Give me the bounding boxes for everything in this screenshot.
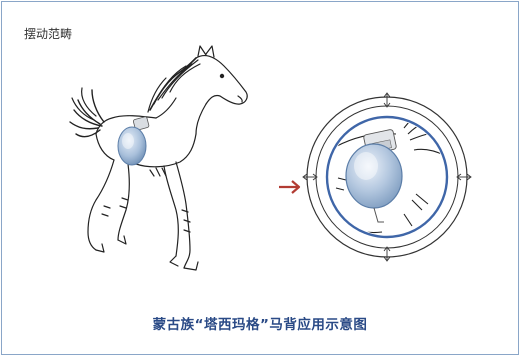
device-on-horse xyxy=(117,116,150,166)
zoom-detail xyxy=(302,92,472,262)
panel-title: 摆动范畴 xyxy=(24,27,73,41)
inner-ring xyxy=(325,115,449,239)
right-arrow-icon xyxy=(279,180,301,194)
horse-drawing xyxy=(69,45,248,271)
double-arrow-icon xyxy=(302,92,472,262)
figure-caption: 蒙古族“塔西玛格”马背应用示意图 xyxy=(152,317,368,333)
